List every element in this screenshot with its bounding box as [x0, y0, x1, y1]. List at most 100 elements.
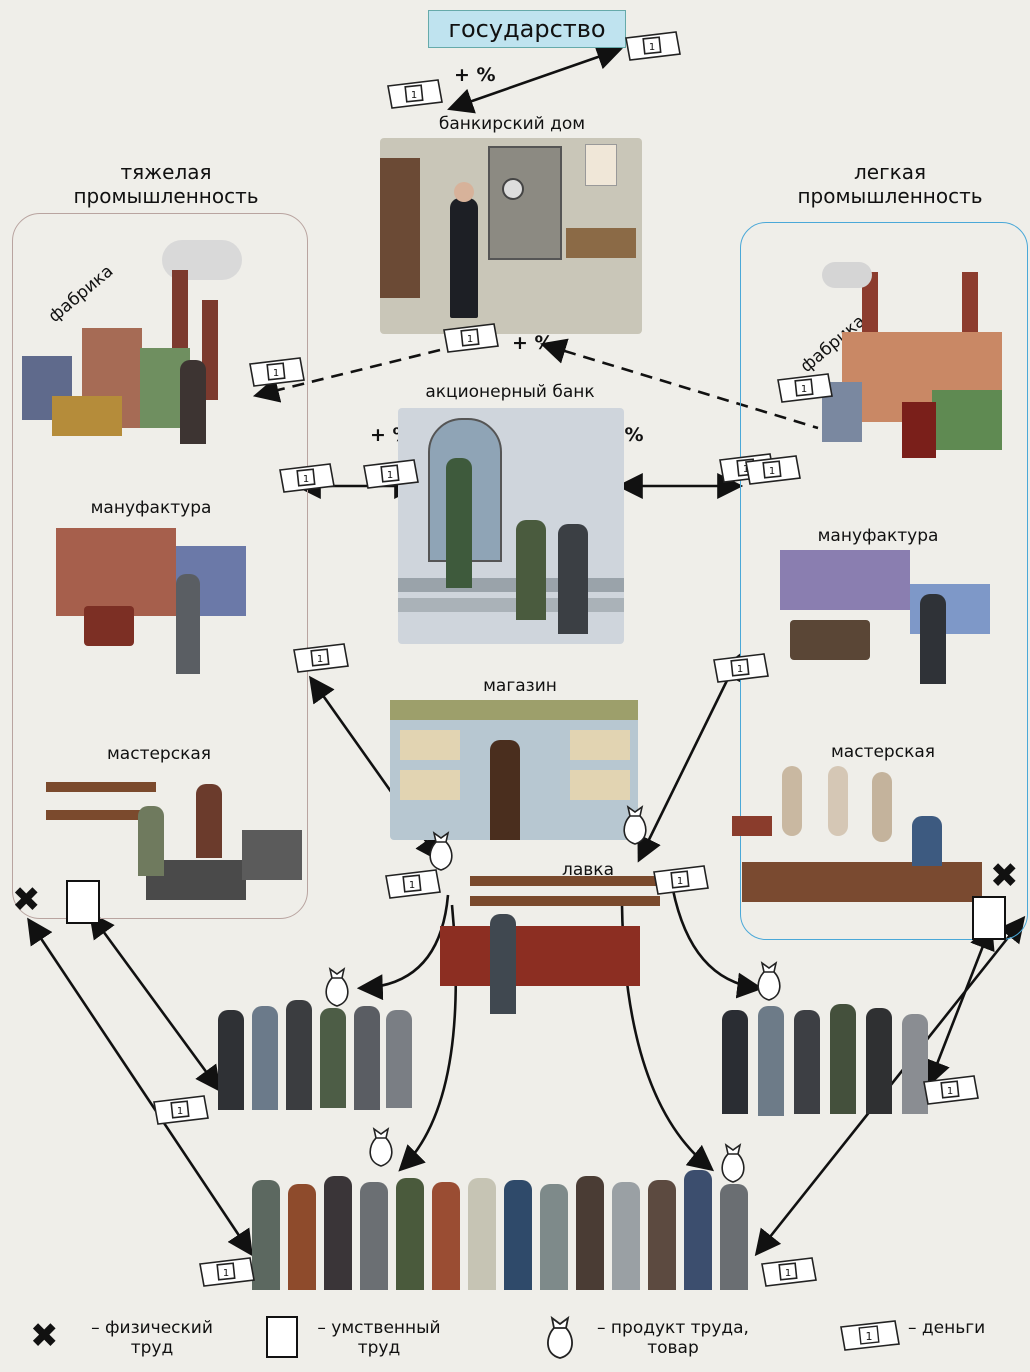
banknote: 1: [249, 357, 305, 387]
banknote: 1: [153, 1095, 209, 1125]
joint-stock-bank-illustration: [398, 408, 624, 644]
state-box: государство: [428, 10, 626, 48]
heavy-manufactory-illustration: [56, 520, 256, 680]
product-bag: [623, 805, 647, 845]
store-illustration: [390, 700, 638, 840]
legend-product-line1: – продукт труда,: [597, 1318, 749, 1338]
svg-text:1: 1: [411, 90, 417, 101]
arrow-state-bankhouse: [447, 44, 623, 114]
svg-text:1: 1: [649, 42, 655, 53]
svg-text:1: 1: [409, 880, 415, 891]
legend-mental-labor-line2: труд: [357, 1338, 401, 1358]
heavy-industry-title: тяжелая промышленность: [56, 160, 276, 208]
shop-label: лавка: [562, 860, 614, 880]
svg-text:1: 1: [467, 334, 473, 345]
light-factory-illustration: [822, 262, 1012, 458]
banknote: 1: [745, 455, 801, 485]
svg-text:1: 1: [737, 664, 743, 675]
heavy-industry-title-line2: промышленность: [73, 184, 259, 208]
arrow-left-physical-bottom: [27, 917, 253, 1257]
light-industry-title-line2: промышленность: [797, 184, 983, 208]
light-workshop-label: мастерская: [830, 742, 935, 762]
banknote: 1: [363, 459, 419, 489]
wrench-hammer-icon: ✖: [30, 1316, 59, 1356]
arrow-shop-rightgroup: [670, 884, 764, 999]
heavy-industry-title-line1: тяжелая: [120, 160, 212, 184]
heavy-workshop-label: мастерская: [106, 744, 211, 764]
legend-physical-labor: – физический труд: [82, 1318, 222, 1358]
light-manufactory-illustration: [780, 550, 1004, 690]
legend-money: – деньги: [908, 1318, 986, 1338]
heavy-workshop-illustration: [46, 770, 326, 910]
document-icon: [972, 896, 1006, 940]
svg-text:1: 1: [785, 1268, 791, 1279]
legend-product-line2: товар: [647, 1338, 699, 1358]
svg-text:1: 1: [677, 876, 683, 887]
product-bag: [721, 1143, 745, 1183]
product-bag: [325, 967, 349, 1007]
arrow-shop-leftgroup: [356, 894, 450, 1001]
svg-text:1: 1: [743, 464, 749, 475]
banknote: 1: [923, 1075, 979, 1105]
banknote: 1: [777, 373, 833, 403]
banknote: 1: [199, 1257, 255, 1287]
worker-group-right: [722, 1000, 932, 1116]
banknote: 1: [713, 653, 769, 683]
arrow-bankhouse-light-factory: [540, 338, 819, 430]
store-label: магазин: [483, 676, 557, 696]
svg-text:1: 1: [273, 368, 279, 379]
legend-mental-labor-line1: – умственный: [317, 1318, 441, 1338]
light-industry-title-line1: легкая: [854, 160, 926, 184]
banknote: 1: [625, 31, 681, 61]
worker-group-left: [218, 1000, 414, 1110]
legend-physical-labor-line2: труд: [130, 1338, 174, 1358]
banknote: 1: [387, 79, 443, 109]
arrow-bankhouse-heavy-factory: [252, 348, 441, 403]
svg-text:1: 1: [303, 474, 309, 485]
wrench-hammer-icon: ✖: [12, 880, 41, 920]
bank-house-illustration: [380, 138, 642, 334]
wrench-hammer-icon: ✖: [990, 856, 1019, 896]
light-manufactory-label: мануфактура: [817, 526, 939, 546]
svg-text:1: 1: [387, 470, 393, 481]
product-bag: [757, 961, 781, 1001]
banknote: 1: [293, 643, 349, 673]
legend-physical-labor-line1: – физический: [91, 1318, 213, 1338]
document-icon: [66, 880, 100, 924]
light-workshop-illustration: [732, 766, 982, 916]
light-industry-title: легкая промышленность: [780, 160, 1000, 208]
heavy-industry-panel: [12, 213, 308, 919]
heavy-factory-illustration: [22, 240, 248, 444]
product-bag: [369, 1127, 393, 1167]
svg-text:1: 1: [947, 1086, 953, 1097]
banknote-icon: 1: [840, 1320, 900, 1351]
product-bag: [429, 831, 453, 871]
svg-text:1: 1: [769, 466, 775, 477]
interest-top: + %: [454, 64, 496, 86]
banknote: 1: [385, 869, 441, 899]
banknote: 1: [653, 865, 709, 895]
svg-text:1: 1: [866, 1330, 873, 1343]
heavy-manufactory-label: мануфактура: [90, 498, 212, 518]
money-bag-icon: [547, 1315, 573, 1359]
legend: ✖ – физический труд – умственный труд – …: [0, 1312, 1030, 1372]
svg-text:1: 1: [317, 654, 323, 665]
arrow-light-shop: [637, 653, 741, 863]
interest-bank-house-out: + %: [512, 332, 554, 354]
svg-text:1: 1: [801, 384, 807, 395]
worker-group-bottom: [252, 1170, 752, 1294]
banknote: 1: [443, 323, 499, 353]
banknote: 1: [761, 1257, 817, 1287]
legend-product: – продукт труда, товар: [588, 1318, 758, 1358]
shop-illustration: [440, 876, 662, 1016]
banknote: 1: [279, 463, 335, 493]
light-industry-panel: [740, 222, 1028, 940]
svg-text:1: 1: [223, 1268, 229, 1279]
document-icon: [266, 1316, 298, 1358]
bank-house-label: банкирский дом: [438, 114, 586, 134]
legend-mental-labor: – умственный труд: [304, 1318, 454, 1358]
joint-stock-bank-label: акционерный банк: [425, 382, 595, 402]
svg-text:1: 1: [177, 1106, 183, 1117]
